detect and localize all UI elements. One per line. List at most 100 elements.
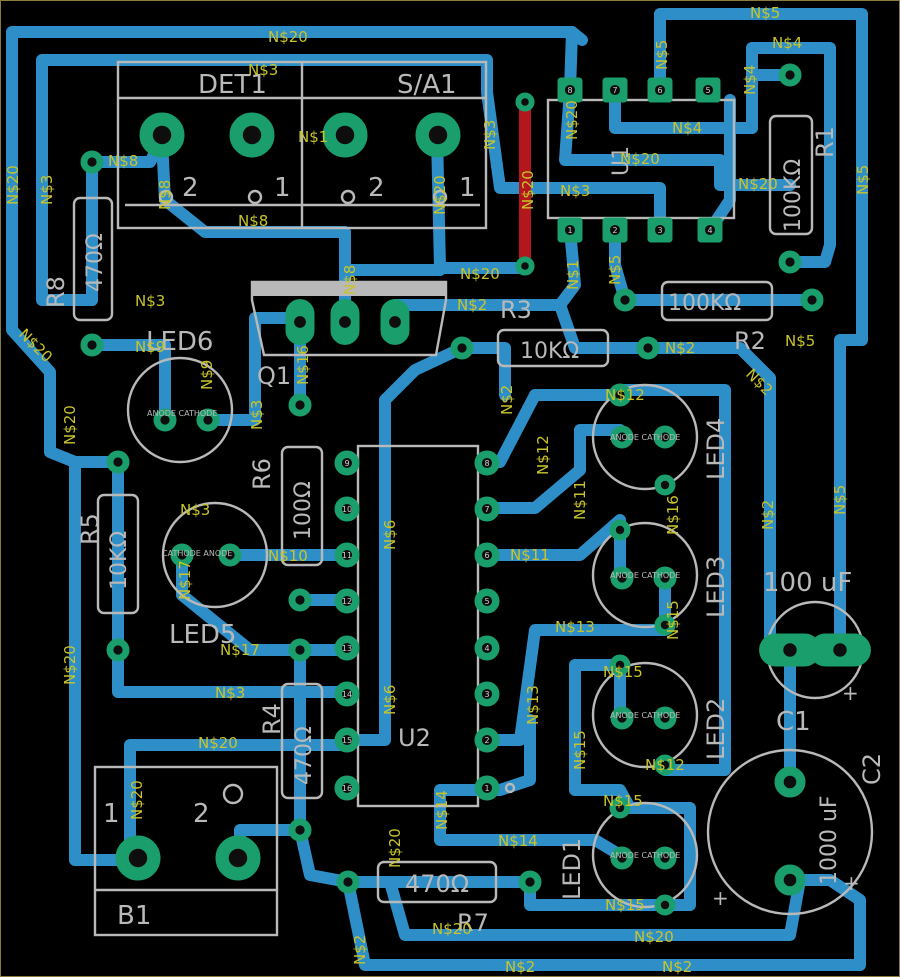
copper-traces <box>6 8 868 971</box>
led-pad-hole <box>660 853 670 863</box>
net-label: N$2 <box>498 385 516 415</box>
label-c2-plus: + <box>843 871 860 895</box>
u2-pin-hole <box>341 782 353 794</box>
u1-pin-hole <box>704 224 716 236</box>
u2-pin-hole <box>481 688 493 700</box>
led-pad-hole <box>660 713 670 723</box>
net-label: N$9 <box>198 360 216 390</box>
via-pad-hole <box>521 262 529 270</box>
trace-n2-bottom <box>342 874 866 971</box>
label-c2-val: 1000 uF <box>817 795 842 885</box>
net-label: N$2 <box>351 935 369 965</box>
net-label: N$20 <box>738 175 778 193</box>
r3-body <box>496 328 610 368</box>
u1-pin-number: 6 <box>657 86 662 95</box>
led6-polarity: ANODE CATHODE <box>147 409 217 418</box>
net-label: N$13 <box>524 685 542 725</box>
u2-pin-hole <box>481 642 493 654</box>
det1-pin1-label: 1 <box>274 173 291 203</box>
u1-pin-hole <box>654 84 666 96</box>
net-label: N$16 <box>294 345 312 385</box>
net-label: N$3 <box>248 400 266 430</box>
net-labels: N$20 N$5 N$4 N$3 N$8 N$8 N$1 N$4 N$20 N$… <box>4 4 872 976</box>
net-label: N$11 <box>510 546 550 564</box>
terminal-marker-3 <box>158 189 174 205</box>
net-label: N$6 <box>381 520 399 550</box>
u2-pin-number: 5 <box>484 597 489 606</box>
led2-outline <box>591 661 699 769</box>
u2-pin-hole <box>481 503 493 515</box>
net-label: N$2 <box>662 958 692 976</box>
led-pad-hole <box>617 573 627 583</box>
sa1-pin2-label: 2 <box>368 173 385 203</box>
net-label: N$2 <box>457 296 487 314</box>
u2-pin-number: 13 <box>342 644 352 653</box>
q1-pin-hole <box>339 316 351 328</box>
u1-pin-hole <box>609 84 621 96</box>
r7-pad-hole <box>525 877 535 887</box>
u2-pin-number: 10 <box>342 505 352 514</box>
u2-pin-hole <box>341 457 353 469</box>
u2-pin-hole <box>341 642 353 654</box>
net-label: N$5 <box>606 255 624 285</box>
net-label: N$20 <box>563 100 581 140</box>
trace-n5-r1 <box>746 42 836 268</box>
net-label: N$20 <box>431 175 449 215</box>
led5-pad-hole <box>177 550 187 560</box>
r3-pad-hole <box>643 343 653 353</box>
trace-r3-u2 <box>341 342 468 746</box>
led-pad-hole <box>615 525 625 535</box>
r2-body <box>660 280 774 322</box>
trace-n8b <box>156 134 351 328</box>
sa1-pin1-label: 1 <box>459 173 476 203</box>
u2-pin-number: 15 <box>342 736 352 745</box>
label-led5: LED5 <box>169 620 236 650</box>
u1-pin-number: 7 <box>612 86 617 95</box>
led-pad-hole <box>660 480 670 490</box>
trace-n3-u2 <box>112 644 353 698</box>
terminal-pad-hole <box>242 125 262 145</box>
led-pad-hole <box>617 713 627 723</box>
u1-outline <box>546 98 736 220</box>
label-sa1: S/A1 <box>397 70 457 100</box>
net-label: N$20 <box>460 265 500 283</box>
led-pad-hole <box>660 760 670 770</box>
net-label: N$2 <box>505 958 535 976</box>
u1-pin-hole <box>564 84 576 96</box>
net-label: N$20 <box>268 28 308 46</box>
u2-pin-number: 1 <box>484 784 489 793</box>
u2-pin-hole <box>481 457 493 469</box>
net-label: N$4 <box>741 65 759 95</box>
net-label: N$3 <box>248 61 278 79</box>
u1-pin-number: 8 <box>567 86 572 95</box>
led3-polarity: ANODE CATHODE <box>610 571 680 580</box>
r7-pad-hole <box>343 877 353 887</box>
net-label: N$8 <box>156 180 174 210</box>
u2-pin1-marker <box>504 782 516 794</box>
trace-r8-led6 <box>86 339 171 426</box>
u2-pin-number: 8 <box>484 459 489 468</box>
net-label: N$6 <box>381 685 399 715</box>
net-label: N$13 <box>555 618 595 636</box>
net-label: N$8 <box>341 265 359 295</box>
net-label: N$5 <box>750 4 780 22</box>
c2-pad-hole <box>783 775 797 789</box>
net-label: N$4 <box>772 34 802 52</box>
terminal-marker-4 <box>432 189 448 205</box>
c1-pad-hole <box>783 643 797 657</box>
net-label: N$20 <box>620 150 660 168</box>
r6-body <box>280 445 324 567</box>
label-det1: DET1 <box>198 70 267 100</box>
component-labels: DET1 S/A1 2 1 2 1 LED6 Q1 LED5 U2 R2 R3 … <box>42 70 886 937</box>
u1-pin-hole <box>654 224 666 236</box>
c1-pad-hole <box>833 643 847 657</box>
u1-pin-hole <box>702 84 714 96</box>
terminal-marker-1 <box>247 189 263 205</box>
r8-body <box>72 196 114 322</box>
c2-outline <box>706 748 874 916</box>
net-label: N$17 <box>220 641 260 659</box>
u2-pin-number: 4 <box>484 644 489 653</box>
net-label: N$12 <box>605 386 645 404</box>
label-r6: R6 <box>248 458 276 490</box>
u2-pin-hole <box>481 595 493 607</box>
